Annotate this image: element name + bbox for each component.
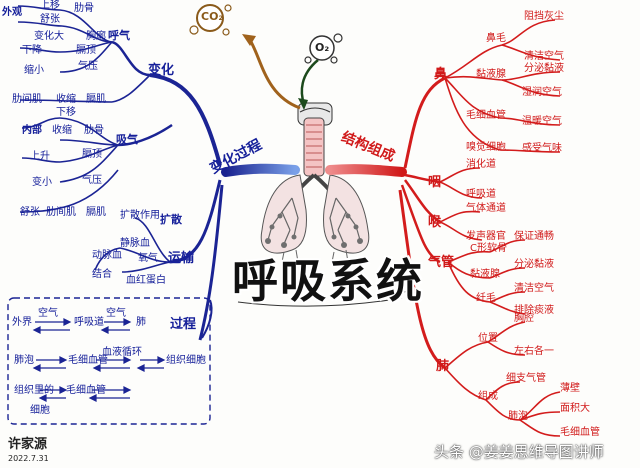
- transport-label: 运输: [168, 251, 195, 266]
- exhale-leaf: 气压: [78, 61, 98, 72]
- exhale-leaf: 收缩: [56, 94, 76, 105]
- nose-leaf: 黏液腺: [476, 69, 506, 80]
- exhale-label: 呼气: [108, 29, 130, 42]
- inhale-leaf: 肋骨: [84, 125, 104, 136]
- trachea-leaf: 分泌黏液: [514, 259, 554, 270]
- nose-leaf: 感受气味: [522, 143, 562, 154]
- inhale-leaf: 收缩: [52, 125, 72, 136]
- author-signature: 许家源: [8, 437, 48, 452]
- trachea-leaf: 清洁空气: [514, 283, 554, 294]
- lung-leaf: 肺泡: [508, 411, 528, 422]
- process-step: 细胞: [30, 405, 50, 416]
- diffuse-label: 扩散: [160, 213, 182, 226]
- pharynx-label: 咽: [428, 175, 442, 190]
- change-label: 变化: [148, 63, 175, 78]
- exhale-leaf: 肋间肌: [12, 94, 42, 105]
- lung-label: 肺: [436, 359, 450, 374]
- larynx-label: 喉: [428, 215, 442, 230]
- lung-leaf: 组成: [478, 391, 498, 402]
- nose-leaf: 毛细血管: [466, 110, 506, 121]
- inhale-leaf: 舒张: [20, 207, 40, 218]
- lungs-illustration: [260, 102, 370, 263]
- process-step: 毛细血管: [66, 385, 106, 396]
- nose-leaf: 嗅觉细胞: [466, 142, 506, 153]
- transport-leaf: 结合: [92, 269, 112, 280]
- process-step: 肺泡: [14, 355, 34, 366]
- inhale-leaf: 肋间肌: [46, 207, 76, 218]
- trachea-leaf: 保证通畅: [514, 231, 554, 242]
- author-date: 2022.7.31: [8, 454, 49, 463]
- pharynx-leaf: 呼吸道: [466, 189, 496, 200]
- pharynx-leaf: 消化道: [466, 159, 496, 170]
- process-step: 组织细胞: [166, 355, 206, 366]
- lung-leaf: 面积大: [560, 403, 590, 414]
- nose-leaf: 清洁空气: [524, 51, 564, 62]
- right-branch-lines: [325, 19, 561, 437]
- transport-leaf: 扩散作用: [120, 210, 160, 221]
- side-label-inner: 内部: [22, 125, 42, 136]
- exhale-leaf: 胸廓: [86, 31, 106, 42]
- process-step: 毛细血管: [68, 355, 108, 366]
- exhale-leaf: 膈肌: [86, 94, 106, 105]
- trachea-label: 气管: [428, 255, 455, 270]
- exhale-leaf: 上移: [40, 0, 60, 11]
- larynx-leaf: 气体通道: [466, 203, 506, 214]
- nose-leaf: 阻挡灰尘: [524, 11, 564, 22]
- trachea-leaf: C形软骨: [470, 243, 507, 254]
- lung-leaf: 胸腔: [514, 313, 534, 324]
- lung-leaf: 毛细血管: [560, 427, 600, 438]
- inhale-label: 吸气: [116, 133, 138, 146]
- watermark: 头条 @姜姜思维导图讲师: [434, 443, 604, 461]
- nose-label: 鼻: [434, 67, 448, 82]
- exhale-leaf: 缩小: [24, 65, 44, 76]
- exhale-leaf: 舒张: [40, 14, 60, 25]
- trachea-leaf: 纤毛: [476, 293, 496, 304]
- nose-leaf: 湿润空气: [522, 87, 562, 98]
- inhale-leaf: 下移: [56, 107, 76, 118]
- trachea-leaf: 排除痰液: [514, 305, 554, 316]
- transport-leaf: 氧气: [138, 253, 158, 264]
- process-step: 外界: [12, 317, 32, 328]
- nose-leaf: 温暖空气: [522, 116, 562, 127]
- transport-leaf: 静脉血: [120, 238, 150, 249]
- lung-leaf: 左右各一: [514, 346, 554, 357]
- process-arrows: [32, 318, 166, 402]
- larynx-leaf: 发声器官: [466, 231, 506, 242]
- transport-leaf: 动脉血: [92, 250, 122, 261]
- nose-leaf: 鼻毛: [486, 33, 506, 44]
- trachea-leaf: 黏液腺: [470, 269, 500, 280]
- process-step: 空气: [106, 308, 126, 319]
- inhale-leaf: 膈肌: [86, 207, 106, 218]
- inhale-leaf: 上升: [30, 151, 50, 162]
- lung-leaf: 薄壁: [560, 383, 580, 394]
- exhale-leaf: 变化大: [34, 31, 64, 42]
- lung-leaf: 细支气管: [506, 373, 546, 384]
- exhale-leaf: 肋骨: [74, 3, 94, 14]
- transport-leaf: 血红蛋白: [126, 275, 166, 286]
- inhale-leaf: 变小: [32, 177, 52, 188]
- exhale-leaf: 下降: [22, 45, 42, 56]
- process-label: 过程: [170, 317, 197, 332]
- co2-label: CO₂: [201, 10, 224, 23]
- exhale-leaf: 膈顶: [76, 45, 96, 56]
- o2-label: O₂: [315, 41, 330, 54]
- nose-leaf: 分泌黏液: [524, 63, 564, 74]
- map-title: 呼吸系统: [232, 254, 424, 308]
- process-step: 空气: [38, 308, 58, 319]
- process-step: 血液循环: [102, 347, 142, 358]
- process-step: 呼吸道: [74, 317, 104, 328]
- lung-leaf: 位置: [478, 333, 498, 344]
- inhale-leaf: 气压: [82, 175, 102, 186]
- inhale-leaf: 膈顶: [82, 149, 102, 160]
- left-branch-lines: [7, 5, 300, 425]
- process-step: 组织里的: [14, 385, 54, 396]
- side-label-outer: 外观: [2, 7, 22, 18]
- process-step: 肺: [136, 317, 146, 328]
